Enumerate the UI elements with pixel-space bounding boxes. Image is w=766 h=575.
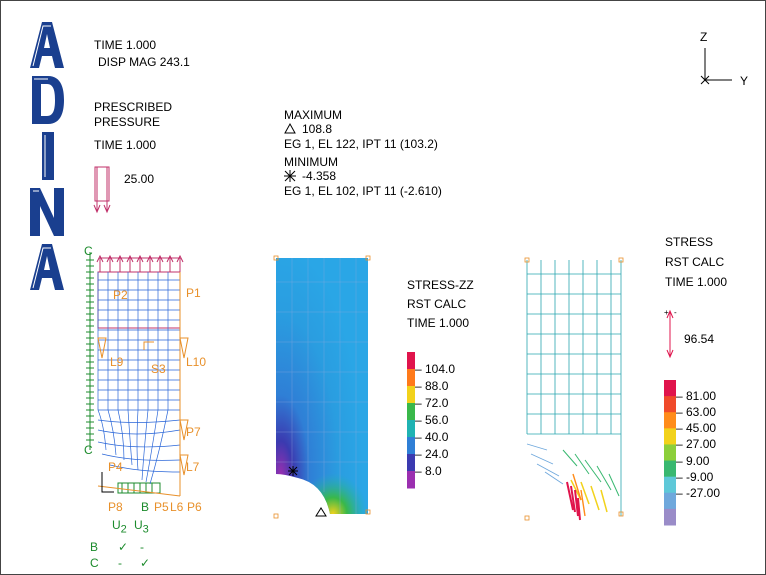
label-l10: L10 [186, 355, 207, 369]
stress-vec-calc: RST CALC [665, 255, 725, 269]
stress-vec-colorbar-tick-label: – -9.00 [676, 469, 714, 484]
label-p4: P4 [108, 460, 123, 474]
stress-zz-colorbar-swatch [407, 437, 415, 455]
bc-col-u2-sub: 2 [120, 523, 127, 536]
stress-vector-arrow-value: 96.54 [684, 332, 715, 346]
bc-col-u3-letter: U [134, 518, 143, 532]
spring-coils [86, 252, 161, 494]
label-p2: P2 [113, 288, 128, 302]
axis-triad [700, 48, 732, 85]
label-c-top: C [84, 244, 93, 258]
stress-zz-colorbar-tick-label: – 104.0 [415, 362, 456, 376]
stress-vec-colorbar [664, 380, 676, 526]
stress-vec-title: STRESS [665, 235, 714, 249]
pressure-value: 25.00 [124, 172, 155, 186]
stress-vec-colorbar-swatch [664, 380, 676, 397]
adina-logo-graphic [30, 22, 64, 290]
label-l7: L7 [186, 460, 200, 474]
label-s3: S3 [151, 362, 166, 376]
prescribed-time-label: TIME 1.000 [94, 138, 157, 152]
maximum-value: 108.8 [302, 122, 333, 136]
stress-zz-calc: RST CALC [407, 297, 467, 311]
bc-row-c-u3: ✓ [140, 556, 151, 570]
bc-col-u2: U2 [112, 518, 127, 536]
label-p5: P5 [154, 500, 169, 514]
minimum-label: MINIMUM [284, 155, 338, 169]
stress-zz-band-plot [273, 255, 371, 519]
min-asterisk-icon [284, 170, 296, 182]
bc-col-u3: U3 [134, 518, 149, 536]
stress-zz-colorbar-tick-label: – 88.0 [415, 379, 449, 393]
stress-vec-colorbar-tick-label: – 45.00 [676, 421, 717, 436]
stress-vec-colorbar-swatch [664, 508, 676, 526]
stress-vector-plot [524, 257, 624, 521]
label-l9: L9 [110, 355, 124, 369]
geometry-lines [97, 272, 189, 497]
model-mesh-plot [86, 252, 189, 497]
max-triangle-icon [284, 122, 296, 134]
stress-zz-time: TIME 1.000 [407, 316, 470, 330]
label-b: B [141, 500, 150, 514]
stress-zz-colorbar-swatch [407, 420, 415, 438]
stress-vec-colorbar-tick-label: – 9.00 [676, 453, 710, 468]
label-p7: P7 [186, 425, 201, 439]
mesh-grid [97, 272, 181, 485]
stress-vec-colorbar-swatch [664, 460, 676, 478]
stress-zz-colorbar-tick-label: – 8.0 [415, 464, 442, 478]
axis-z-label: Z [700, 30, 708, 44]
stress-zz-colorbar-swatch [407, 471, 415, 489]
stress-vec-colorbar-swatch [664, 396, 676, 413]
maximum-label: MAXIMUM [284, 108, 342, 122]
bc-col-u2-letter: U [112, 518, 121, 532]
label-l6: L6 [170, 500, 184, 514]
stress-zz-colorbar-swatch [407, 403, 415, 421]
pressure-label: PRESSURE [94, 115, 161, 129]
label-c-bottom: C [84, 443, 93, 457]
stress-zz-colorbar-swatch [407, 352, 415, 370]
stress-zz-colorbar-tick-label: – 56.0 [415, 413, 449, 427]
maximum-location: EG 1, EL 122, IPT 11 (103.2) [284, 137, 438, 151]
stress-zz-colorbar-tick-label: – 72.0 [415, 396, 449, 410]
bc-row-c-u2: - [118, 556, 122, 570]
stress-vec-colorbar-tick-label: – 27.00 [676, 437, 717, 452]
stress-vector-arrow-icon: + - [664, 308, 677, 359]
bc-row-b-u3: - [140, 540, 144, 554]
pressure-arrow-icon [93, 166, 111, 214]
minimum-location: EG 1, EL 102, IPT 11 (-2.610) [284, 184, 442, 198]
stress-vec-time: TIME 1.000 [665, 275, 728, 289]
label-p1: P1 [186, 286, 201, 300]
stress-vec-colorbar-swatch [664, 476, 676, 494]
stress-zz-title: STRESS-ZZ [407, 278, 474, 292]
stress-vec-colorbar-tick-label: – -27.00 [676, 485, 721, 500]
bc-row-b: B [90, 540, 99, 554]
bc-col-u3-sub: 3 [142, 523, 149, 536]
stress-zz-colorbar-tick-label: – 24.0 [415, 447, 449, 461]
label-p8: P8 [108, 500, 123, 514]
svg-text:-: - [674, 308, 677, 317]
svg-text:+: + [664, 308, 669, 317]
stress-vec-colorbar-swatch [664, 444, 676, 462]
stress-zz-colorbar-swatch [407, 454, 415, 472]
prescribed-label: PRESCRIBED [94, 100, 173, 114]
stress-vec-colorbar-swatch [664, 428, 676, 445]
label-p6: P6 [187, 500, 202, 514]
bc-row-c: C [90, 556, 99, 570]
axis-y-label: Y [740, 74, 749, 88]
bc-row-b-u2: ✓ [118, 540, 129, 554]
stress-zz-colorbar-swatch [407, 386, 415, 404]
stress-vec-colorbar-swatch [664, 412, 676, 429]
pressure-load-arrows [96, 254, 184, 329]
disp-mag-label: DISP MAG 243.1 [98, 55, 190, 69]
stress-vec-colorbar-tick-label: – 63.00 [676, 405, 717, 420]
stress-vec-colorbar-swatch [664, 492, 676, 510]
minimum-value: -4.358 [302, 169, 337, 183]
stress-zz-colorbar-tick-label: – 40.0 [415, 430, 449, 444]
stress-zz-colorbar-swatch [407, 369, 415, 387]
stress-vec-colorbar-tick-label: – 81.00 [676, 389, 717, 404]
time-label: TIME 1.000 [94, 38, 157, 52]
stress-zz-colorbar [407, 352, 415, 489]
